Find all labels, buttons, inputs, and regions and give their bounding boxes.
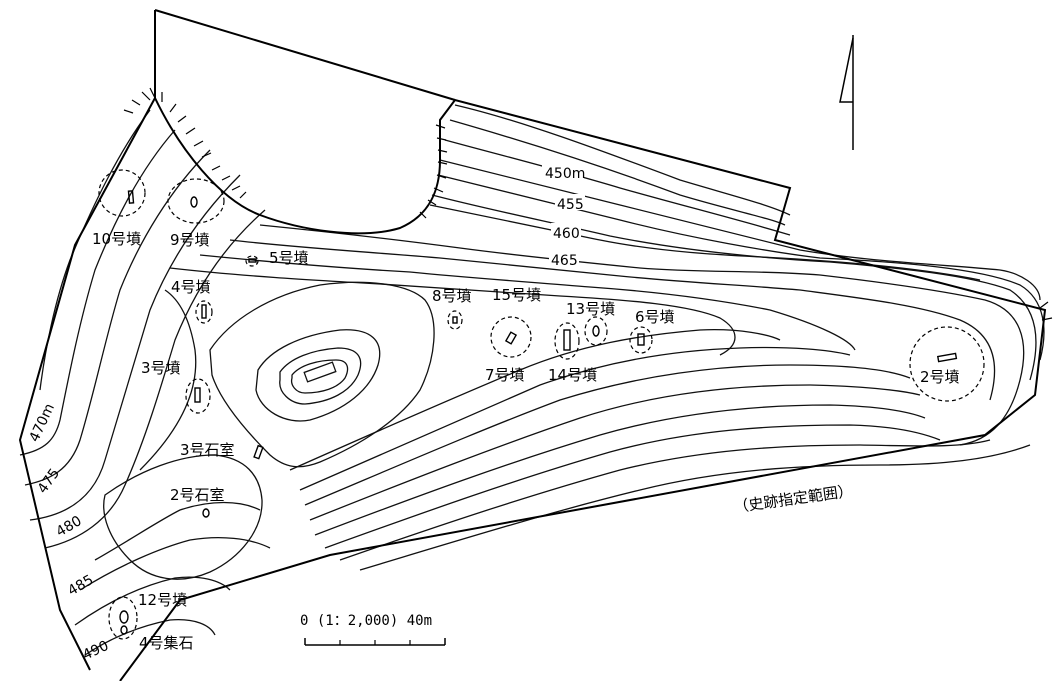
scale-label: 0 (1：2,000) 40m (300, 613, 432, 629)
tomb-label-2: 2号墳 (920, 368, 960, 386)
tomb-label-3: 3号墳 (141, 359, 181, 377)
contour-lines (19, 104, 1045, 656)
tomb-label-10: 10号墳 (92, 230, 141, 248)
contour-label-475: 475 (35, 466, 63, 497)
tomb-label-14: 14号墳 (548, 366, 597, 384)
tomb-label-4: 4号墳 (171, 278, 211, 296)
stone-feature-labels: 3号石室 2号石室 4号集石 (139, 441, 235, 652)
tomb-labels: 10号墳 9号墳 5号墳 4号墳 8号墳 15号墳 13号墳 6号墳 3号墳 7… (92, 230, 960, 609)
contour-label-470: 470m (26, 401, 58, 444)
tomb-label-5: 5号墳 (269, 249, 309, 267)
contour-label-480: 480 (54, 513, 85, 540)
stone-chamber-label-2: 2号石室 (170, 486, 225, 504)
tomb-label-6: 6号墳 (635, 308, 675, 326)
contour-label-450: 450m (545, 166, 585, 182)
stone-cluster-label-4: 4号集石 (139, 634, 194, 652)
tomb-label-9: 9号墳 (170, 231, 210, 249)
north-arrow-icon (839, 35, 854, 150)
scale-bar: 0 (1：2,000) 40m (300, 613, 446, 646)
tomb-label-7: 7号墳 (485, 366, 525, 384)
tomb-label-12: 12号墳 (138, 591, 187, 609)
tomb-label-8: 8号墳 (432, 287, 472, 305)
contour-label-485: 485 (65, 572, 96, 599)
contour-label-455: 455 (557, 197, 584, 213)
burial-mounds (98, 169, 985, 640)
designation-label: （史跡指定範囲） (733, 482, 854, 517)
site-boundary (18, 9, 1047, 681)
contour-label-460: 460 (553, 226, 580, 242)
stone-chamber-label-3: 3号石室 (180, 441, 235, 459)
tomb-label-15: 15号墳 (492, 286, 541, 304)
tomb-label-13: 13号墳 (566, 300, 615, 318)
cliff-hachures (123, 87, 1053, 321)
contour-label-465: 465 (551, 253, 578, 269)
